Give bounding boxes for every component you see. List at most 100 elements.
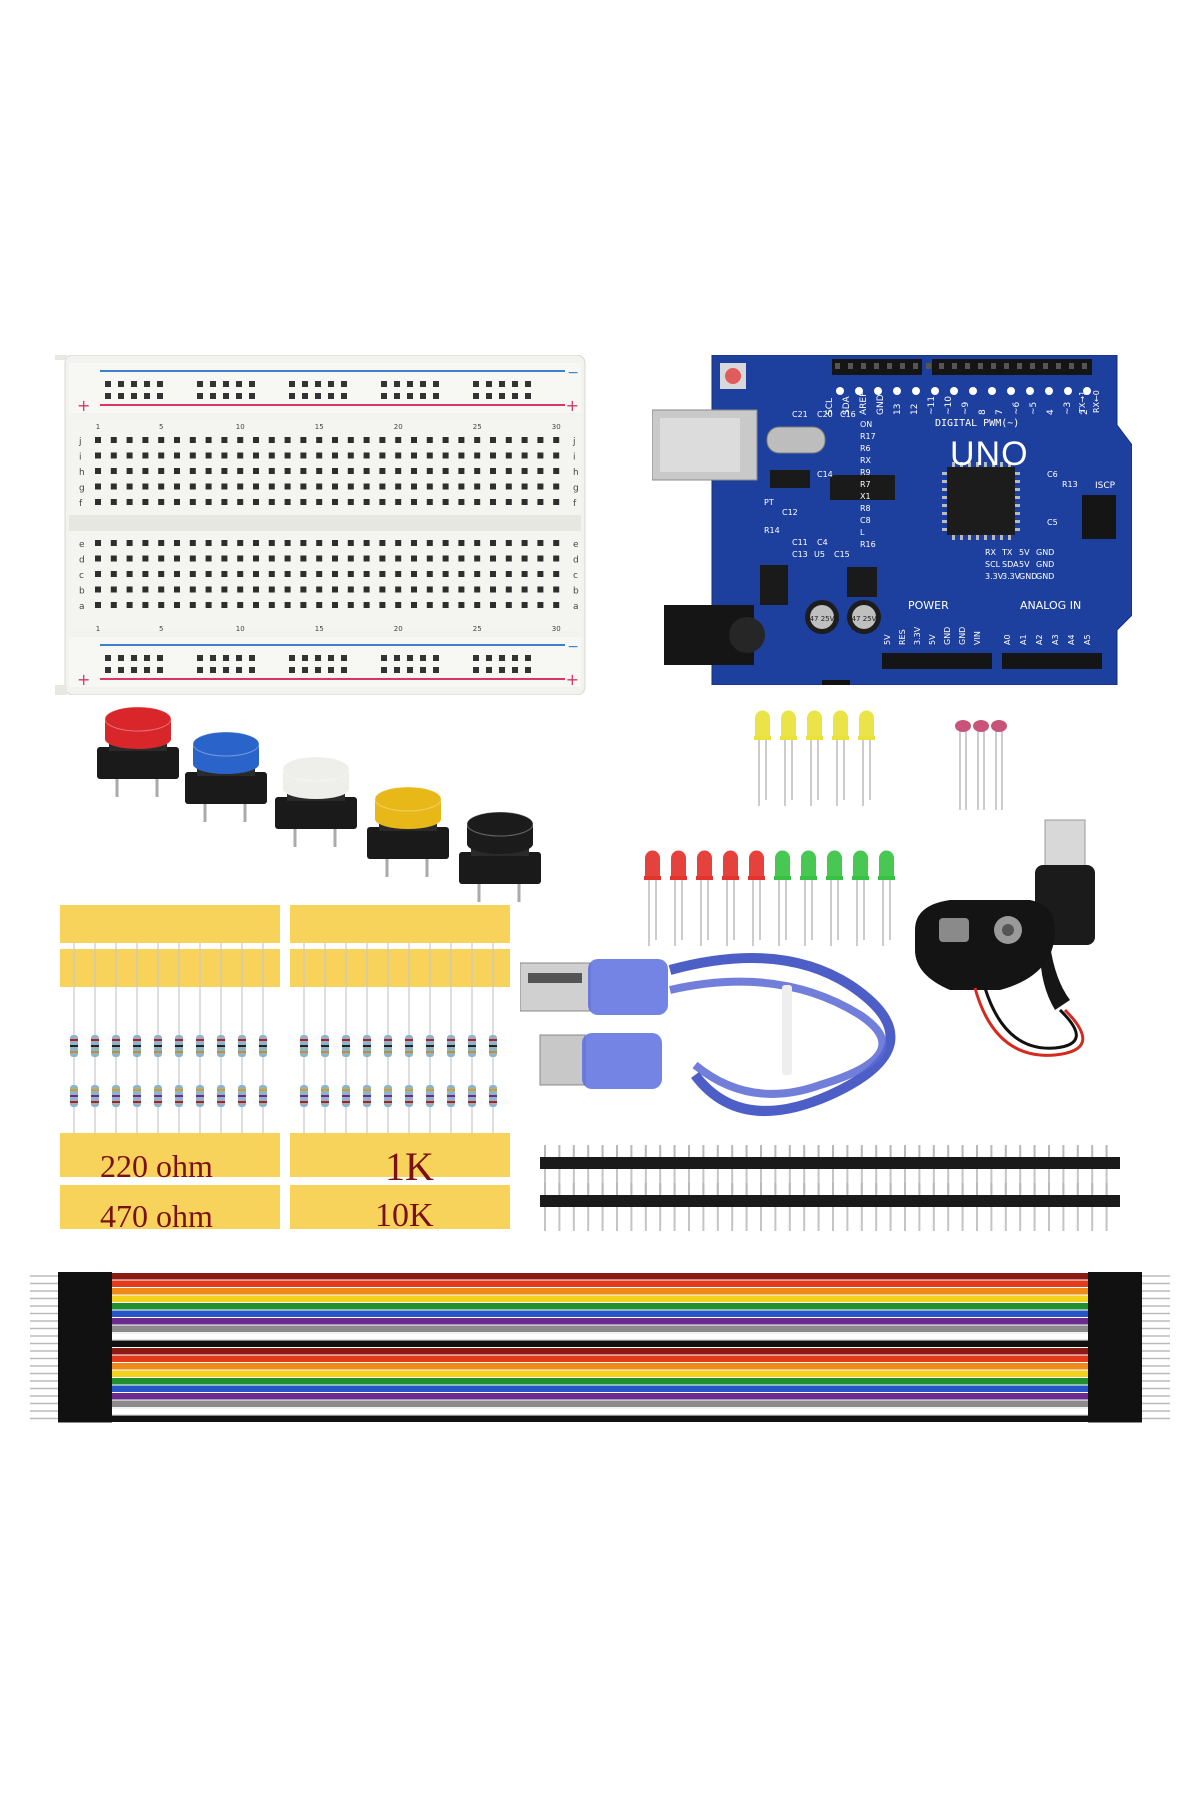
resistor-band	[154, 1095, 162, 1097]
rail-hole	[486, 393, 492, 399]
hole	[442, 468, 449, 474]
snap-terminal	[939, 918, 969, 942]
resistor-band	[405, 1039, 413, 1041]
chip-pin	[1008, 535, 1011, 540]
resistor-band	[321, 1095, 329, 1097]
rail-hole	[105, 393, 111, 399]
hole	[221, 468, 228, 474]
resistor-label-470: 470 ohm	[100, 1198, 213, 1234]
component-label: C4	[817, 538, 828, 547]
pin-label: ~9	[961, 401, 971, 415]
hole	[426, 555, 433, 562]
hole	[379, 540, 386, 546]
led-rim	[644, 876, 661, 880]
hole	[537, 571, 544, 577]
hole	[411, 586, 417, 593]
tape-top-2	[290, 949, 510, 987]
pin-pad	[931, 387, 939, 395]
hole	[379, 602, 386, 608]
pin-pad	[1007, 387, 1015, 395]
hole	[347, 499, 354, 505]
jumper-connector-right	[1088, 1324, 1142, 1333]
component-label: 5V	[1019, 560, 1030, 569]
rail-hole	[144, 393, 150, 399]
row-letter: j	[78, 437, 82, 447]
usb-a-plug-housing	[588, 959, 668, 1015]
chip-pin	[1008, 462, 1011, 467]
hole	[110, 468, 117, 474]
hole	[458, 571, 465, 577]
resistor-band	[91, 1095, 99, 1097]
resistor-band	[112, 1101, 120, 1103]
hole	[284, 499, 291, 505]
resistor-band	[112, 1039, 120, 1041]
rail-hole	[381, 655, 387, 661]
hole	[316, 602, 323, 608]
rail-hole	[394, 381, 400, 387]
hole	[174, 499, 180, 505]
header-pin	[965, 363, 970, 369]
resistor-band	[259, 1051, 267, 1053]
resistor-band	[196, 1095, 204, 1097]
hole	[505, 586, 512, 593]
hole	[505, 555, 512, 562]
pin-label: 4	[1046, 409, 1056, 415]
hole	[189, 540, 196, 546]
jumper-connector-right	[1088, 1332, 1142, 1340]
led-rim	[780, 736, 797, 740]
component-label: GND	[1019, 572, 1037, 581]
led-rim	[878, 876, 895, 880]
hole	[221, 483, 228, 490]
hole	[442, 602, 449, 608]
button-cap-top	[192, 731, 260, 757]
hole	[505, 602, 512, 608]
resistor-band	[363, 1095, 371, 1097]
jumper-wire	[110, 1310, 1090, 1317]
rail-hole	[249, 655, 255, 661]
resistor-band	[342, 1045, 350, 1047]
red-wire	[973, 987, 1085, 1057]
hole	[537, 602, 544, 608]
rail-hole	[473, 381, 479, 387]
rail-hole	[302, 655, 308, 661]
chip-pin	[960, 535, 963, 540]
component-label: R7	[860, 480, 871, 489]
resistor-band	[259, 1089, 267, 1091]
hole	[505, 483, 512, 490]
hole	[126, 555, 133, 562]
header-power	[882, 653, 992, 669]
hole	[189, 468, 196, 474]
hole	[95, 540, 101, 546]
rail-hole	[433, 393, 439, 399]
hole	[363, 437, 370, 443]
pin-pad	[950, 387, 958, 395]
cable-tie	[782, 985, 792, 1075]
header-pin	[952, 363, 957, 369]
jumper-wire	[109, 1407, 1091, 1415]
hole	[221, 571, 228, 577]
led-rim	[722, 876, 739, 880]
pin-label: 7	[995, 409, 1005, 415]
hole	[521, 571, 528, 577]
rail-hole	[249, 393, 255, 399]
resistor-band	[384, 1095, 392, 1097]
ldr-head	[973, 720, 989, 732]
rail-hole	[328, 655, 334, 661]
hole	[237, 540, 244, 546]
hole	[442, 483, 449, 490]
led-rim	[696, 876, 713, 880]
component-label: GND	[1036, 572, 1054, 581]
hole	[458, 483, 465, 490]
component-label: 3.3V	[1002, 572, 1021, 581]
button-cap-top	[374, 786, 442, 812]
resistor-band	[426, 1039, 434, 1041]
hole	[300, 452, 307, 459]
rail-hole	[499, 381, 505, 387]
hole	[426, 483, 433, 490]
led-body	[671, 850, 686, 878]
component-label: C8	[860, 516, 871, 525]
hole	[158, 437, 165, 443]
hole	[458, 540, 465, 546]
battery-snap-with-dc-jack	[915, 819, 1095, 1057]
resistor-band	[342, 1039, 350, 1041]
